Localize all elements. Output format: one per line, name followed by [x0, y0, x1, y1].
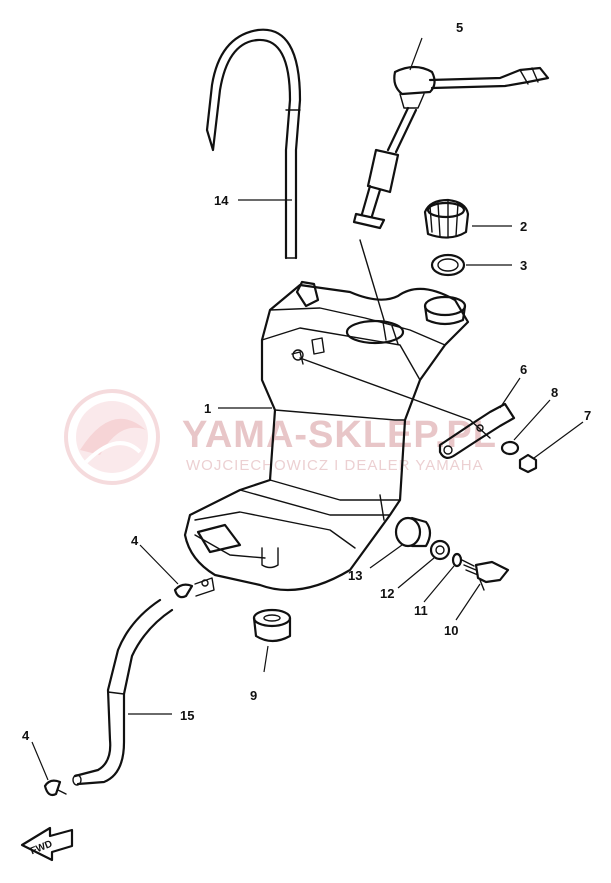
part-hose-clip-lower	[43, 779, 67, 797]
callout-13: 13	[348, 568, 362, 583]
callout-15: 15	[180, 708, 194, 723]
part-hose-clip-upper	[173, 577, 215, 599]
callout-3: 3	[520, 258, 527, 273]
callout-1: 1	[204, 401, 211, 416]
part-fuel-cap	[423, 198, 470, 239]
part-spacer	[429, 539, 451, 561]
watermark: YAMA-SKLEP.PL WOJCIECHOWICZ I DEALER YAM…	[64, 389, 497, 485]
part-nut	[518, 453, 538, 474]
watermark-logo-icon	[64, 389, 160, 485]
part-grommet	[394, 516, 432, 548]
callout-9: 9	[250, 688, 257, 703]
part-bracket	[438, 402, 516, 459]
part-fuel-hose	[72, 598, 174, 786]
part-fuel-gauge	[352, 65, 550, 230]
leader-lines	[31, 37, 584, 781]
watermark-title: YAMA-SKLEP.PL	[182, 414, 497, 456]
part-fuel-tank	[183, 239, 491, 592]
fwd-arrow-icon: FWD	[20, 826, 74, 862]
part-washer-small	[451, 552, 463, 568]
part-drain-grommet	[252, 608, 292, 643]
callout-4-upper: 4	[131, 533, 139, 548]
callout-14: 14	[214, 193, 229, 208]
callout-2: 2	[520, 219, 527, 234]
callout-11: 11	[414, 603, 428, 618]
callouts: 5 2 3 1 6 8 7 14 4 13 12 11 10 9 15 4	[22, 20, 591, 743]
part-wing-bolt	[461, 559, 510, 591]
callout-7: 7	[584, 408, 591, 423]
callout-8: 8	[551, 385, 558, 400]
callout-5: 5	[456, 20, 463, 35]
callout-12: 12	[380, 586, 394, 601]
part-washer	[500, 440, 520, 456]
callout-4-lower: 4	[22, 728, 30, 743]
callout-10: 10	[444, 623, 458, 638]
callout-6: 6	[520, 362, 527, 377]
part-vent-hose	[205, 28, 302, 260]
watermark-subtitle: WOJCIECHOWICZ I DEALER YAMAHA	[186, 457, 484, 474]
part-cap-gasket	[430, 253, 466, 277]
